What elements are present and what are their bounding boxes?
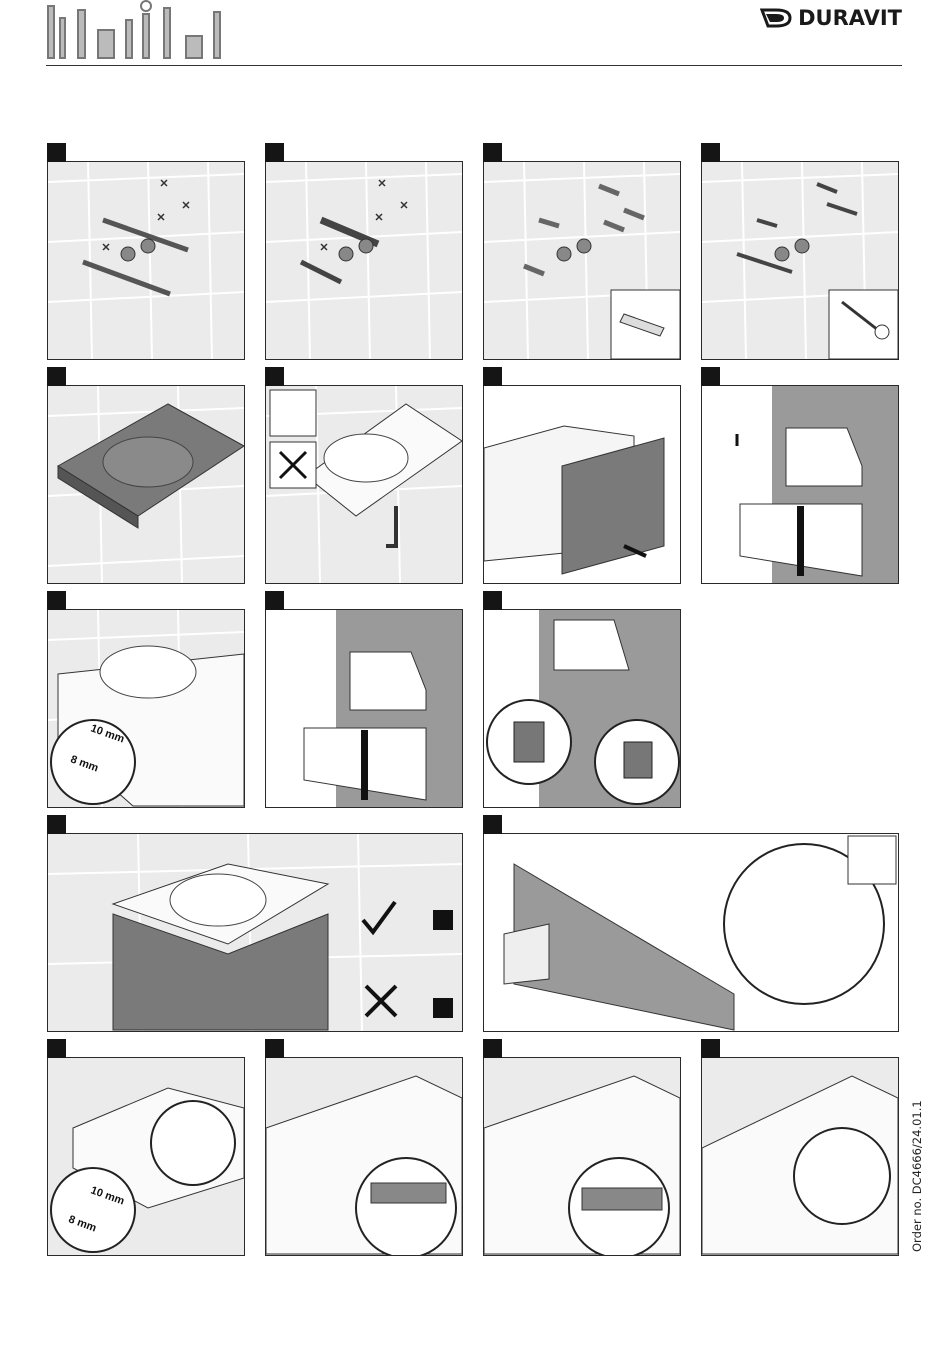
step-panel-4 [701, 161, 899, 360]
step-panel-17 [701, 1057, 899, 1256]
step-marker-13 [483, 815, 502, 834]
brand-logo: DURAVIT [760, 6, 902, 30]
step-panel-1 [47, 161, 245, 360]
step-marker-17 [701, 1039, 720, 1058]
tools-illustration-icon [46, 0, 226, 67]
step-panel-7 [483, 385, 681, 584]
step-panel-8 [701, 385, 899, 584]
step-marker-15 [265, 1039, 284, 1058]
step-marker-12 [47, 815, 66, 834]
step-panel-11 [483, 609, 681, 808]
step-panel-12 [47, 833, 463, 1032]
step-panel-15 [265, 1057, 463, 1256]
step-marker-4 [701, 143, 720, 162]
header-divider [46, 65, 902, 66]
duravit-logo-icon [760, 6, 794, 30]
step-marker-8 [701, 367, 720, 386]
step-marker-5 [47, 367, 66, 386]
step-marker-6 [265, 367, 284, 386]
step-panel-2 [265, 161, 463, 360]
order-number: Order no. DC4666/24.01.1 [910, 1102, 924, 1252]
step-marker-1 [47, 143, 66, 162]
step-panel-13 [483, 833, 899, 1032]
step-panel-3 [483, 161, 681, 360]
step-marker-11 [483, 591, 502, 610]
step-panel-16 [483, 1057, 681, 1256]
step-panel-6 [265, 385, 463, 584]
step-marker-9 [47, 591, 66, 610]
brand-name: DURAVIT [798, 6, 902, 30]
step-panel-9: 10 mm 8 mm [47, 609, 245, 808]
step-panel-14: 10 mm 8 mm [47, 1057, 245, 1256]
step-marker-2 [265, 143, 284, 162]
step-panel-10 [265, 609, 463, 808]
step-marker-16 [483, 1039, 502, 1058]
step-marker-7 [483, 367, 502, 386]
step-marker-10 [265, 591, 284, 610]
step-marker-3 [483, 143, 502, 162]
step-marker-14 [47, 1039, 66, 1058]
step-panel-5 [47, 385, 245, 584]
